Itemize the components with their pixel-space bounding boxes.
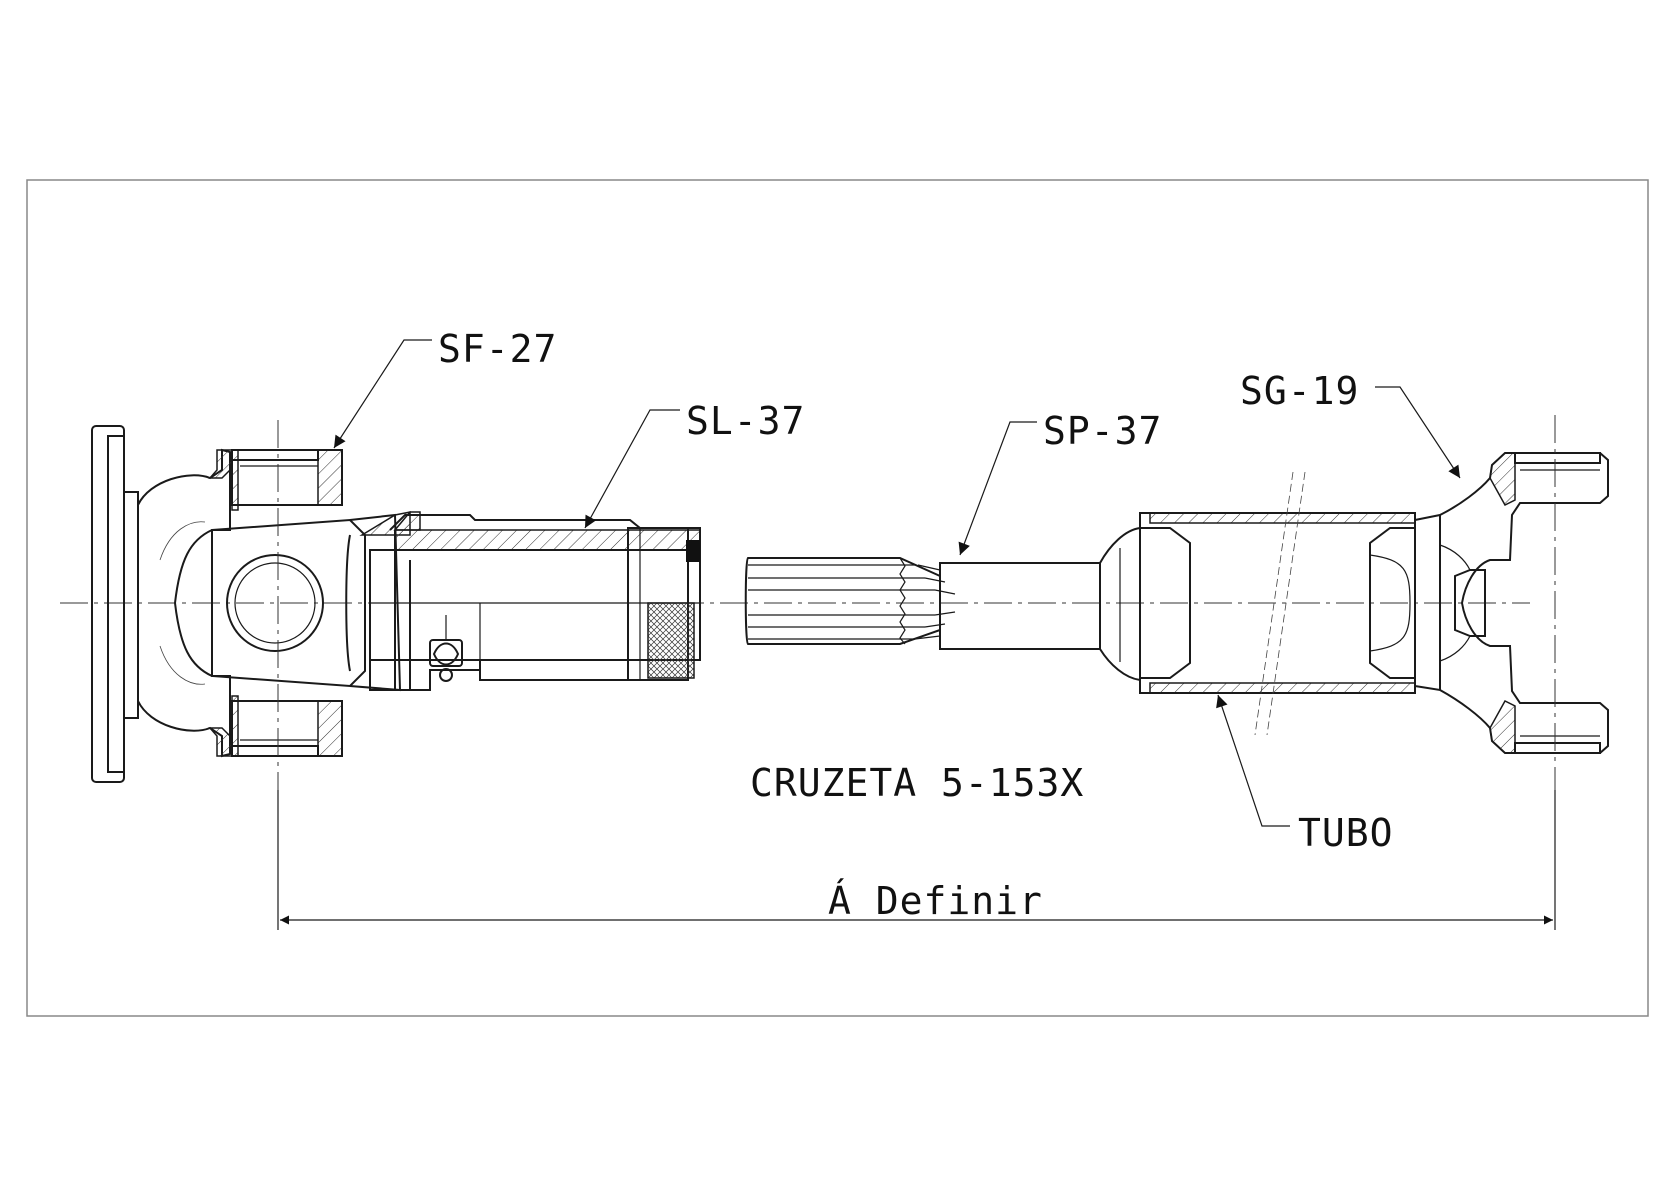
label-cruzeta: CRUZETA 5-153X: [750, 761, 1084, 805]
weld-yoke-sg19: [1414, 415, 1609, 790]
label-sl-37: SL-37: [686, 399, 805, 443]
label-sp-37: SP-37: [1043, 409, 1162, 453]
slip-yoke-sl37: [345, 511, 701, 692]
label-dimension: Á Definir: [828, 879, 1043, 923]
label-tubo: TUBO: [1298, 811, 1394, 855]
flange-yoke-sf27: [91, 420, 366, 800]
overall-length-dimension: [277, 790, 1556, 930]
leader-lines: [333, 339, 1461, 827]
label-sf-27: SF-27: [438, 327, 557, 371]
drawing-frame: [26, 179, 1649, 1017]
tube: [1139, 471, 1416, 736]
spline-shaft-sp37: [744, 526, 1141, 682]
label-sg-19: SG-19: [1240, 369, 1359, 413]
